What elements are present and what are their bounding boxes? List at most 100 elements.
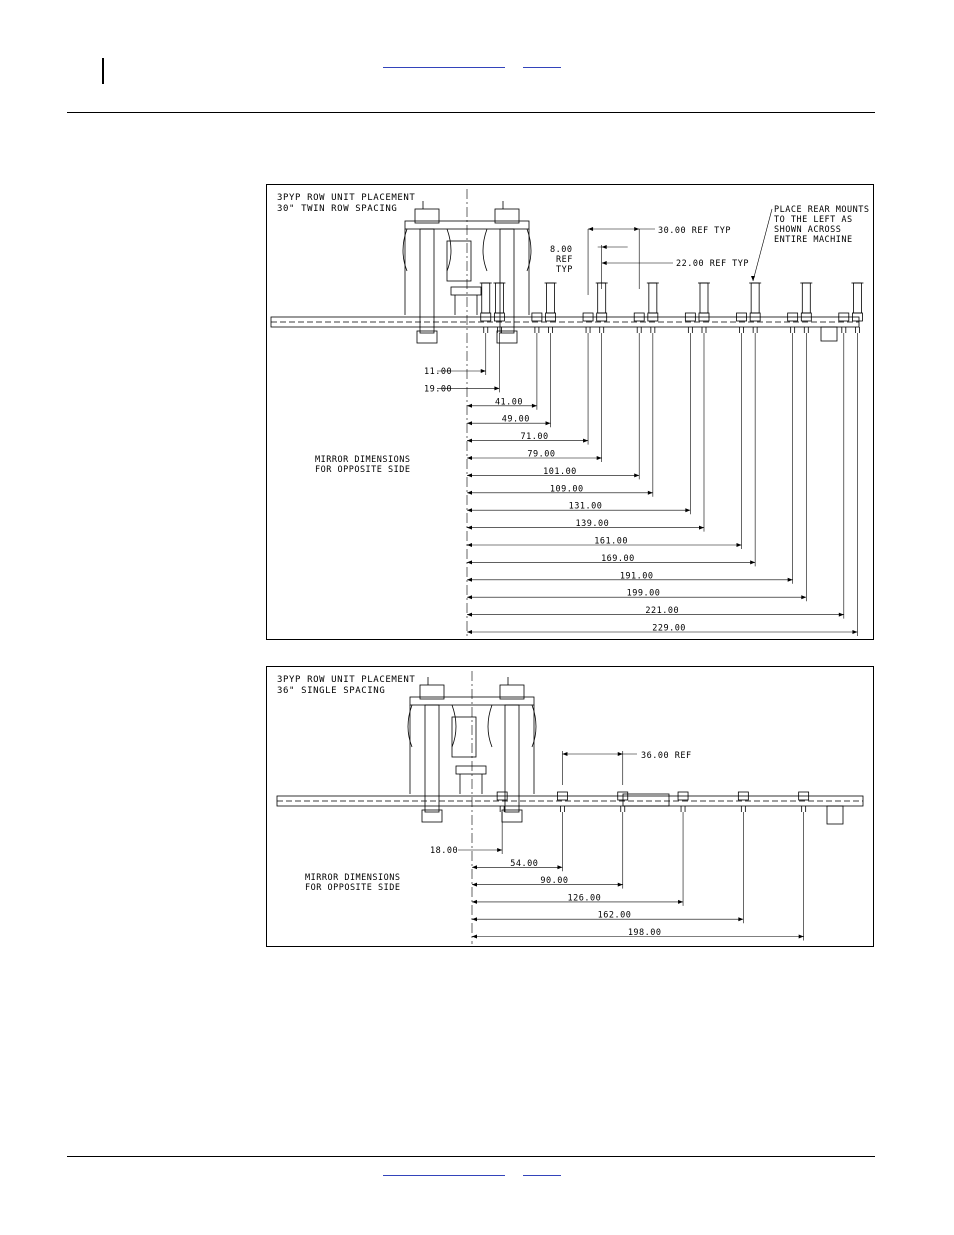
figure1-dim-label: 11.00 <box>424 367 452 377</box>
figure1-row-unit-tube <box>801 282 811 314</box>
arrow-head <box>698 525 704 530</box>
footer-page-link-underline[interactable] <box>523 1175 561 1176</box>
figure1-dim-label: 131.00 <box>569 502 603 512</box>
arrow-head <box>467 456 472 460</box>
arrow-head <box>787 577 793 582</box>
figure1-row-unit-tube <box>494 282 504 314</box>
arrow-head <box>497 848 503 852</box>
figure2-dim-label: 162.00 <box>598 911 632 921</box>
arrow-head <box>617 882 623 887</box>
arrow-head <box>617 752 623 756</box>
figure2-frame-leg <box>504 704 520 813</box>
figure2-frame-curve <box>407 704 413 748</box>
figure1-row-unit-clamp <box>838 312 850 322</box>
arrow-head <box>634 473 640 478</box>
figure2-dim-label: 54.00 <box>510 859 538 869</box>
figure1-note-line4: ENTIRE MACHINE <box>774 235 853 245</box>
figure2-frame-leg <box>424 704 440 813</box>
figure2-frame-foot <box>421 809 443 823</box>
figure1-dim-label: 139.00 <box>575 519 609 529</box>
figure2-hopper-top <box>419 684 445 700</box>
figure1-inner-plate <box>446 240 472 282</box>
figure1-dim-label: 41.00 <box>495 397 523 407</box>
figure-single-spacing: 3PYP ROW UNIT PLACEMENT 36" SINGLE SPACI… <box>266 666 874 947</box>
figure1-dim-label: 229.00 <box>652 624 686 634</box>
figure1-row-unit-clamp <box>698 312 710 322</box>
arrow-head <box>467 595 472 600</box>
figure1-row-unit-clamp <box>852 312 863 322</box>
figure1-frame-foot <box>416 330 438 344</box>
arrow-head <box>467 508 472 513</box>
figure2-dim-label: 198.00 <box>628 928 662 938</box>
arrow-head <box>736 543 742 547</box>
figure1-frame-curve <box>402 228 408 272</box>
arrow-head <box>472 882 477 887</box>
figure1-frame-curve <box>526 228 532 272</box>
figure2-frame-curve <box>531 704 537 748</box>
figure1-note-leader <box>752 208 773 282</box>
figure1-dim-label: 71.00 <box>521 432 549 442</box>
figure2-title-line2: 36" SINGLE SPACING <box>277 686 386 696</box>
figure2-row-unit-clamp <box>496 791 508 801</box>
figure1-dim-label: 109.00 <box>550 484 584 494</box>
arrow-head <box>588 227 594 231</box>
figure1-row-unit-tube <box>699 282 709 314</box>
arrow-head <box>467 438 472 443</box>
figure1-end-bracket <box>820 326 838 342</box>
figure2-inner-plate <box>451 716 477 758</box>
arrow-head <box>562 752 568 756</box>
figure2-end-bracket <box>826 805 844 825</box>
figure1-dim-label: 79.00 <box>527 450 555 460</box>
figure1-mirror-line2: FOR OPPOSITE SIDE <box>315 465 411 475</box>
figure2-frame-curve <box>451 704 457 748</box>
header-page-link-underline[interactable] <box>523 67 561 68</box>
figure2-center-hitch <box>622 793 670 807</box>
figure1-dim-30: 30.00 REF TYP <box>658 226 731 236</box>
figure1-row-unit-tube <box>481 282 491 314</box>
arrow-head <box>798 934 804 939</box>
figure2-title: 3PYP ROW UNIT PLACEMENT 36" SINGLE SPACI… <box>277 675 415 697</box>
arrow-head <box>685 508 691 513</box>
footer-link-underline[interactable] <box>383 1175 505 1176</box>
figure1-dim-label: 199.00 <box>627 589 661 599</box>
figure1-row-unit-tube <box>546 282 555 314</box>
figure1-row-unit-clamp <box>531 312 543 322</box>
arrow-head <box>557 865 563 870</box>
arrow-head <box>738 917 744 922</box>
arrow-head <box>838 612 844 617</box>
figure2-title-line1: 3PYP ROW UNIT PLACEMENT <box>277 675 416 685</box>
figure1-row-unit-tube <box>750 282 760 314</box>
footer-rule <box>67 1156 875 1157</box>
arrow-head <box>634 227 640 231</box>
figure1-hopper-top <box>414 208 440 224</box>
figure2-dim-36: 36.00 REF <box>641 751 692 761</box>
figure1-dim-label: 161.00 <box>594 537 628 547</box>
figure2-hopper-top <box>499 684 525 700</box>
arrow-head <box>472 899 477 904</box>
figure1-title-line2: 30" TWIN ROW SPACING <box>277 204 398 214</box>
arrow-head <box>472 865 477 870</box>
figure1-row-unit-clamp <box>749 312 761 322</box>
figure1-row-unit-tube <box>648 282 658 314</box>
arrow-head <box>545 421 551 426</box>
figure1-row-unit-clamp <box>582 312 594 322</box>
arrow-head <box>467 577 472 582</box>
figure2-row-unit-clamp <box>737 791 749 801</box>
header-rule <box>67 112 875 113</box>
figure1-row-unit-clamp <box>800 312 812 322</box>
figure1-center-rack <box>450 286 482 296</box>
figure1-drawing: PLACE REAR MOUNTS TO THE LEFT AS SHOWN A… <box>270 189 869 637</box>
figure1-row-unit-clamp <box>545 312 556 322</box>
figure1-row-unit-clamp <box>480 312 492 322</box>
figure1-row-unit-tube <box>853 282 862 314</box>
arrow-head <box>852 630 858 634</box>
header-link-underline[interactable] <box>383 67 505 68</box>
arrow-head <box>601 245 607 249</box>
figure1-dim-label: 19.00 <box>424 384 452 394</box>
figure1-mirror-line1: MIRROR DIMENSIONS <box>315 455 411 465</box>
figure1-frame-leg <box>419 228 435 334</box>
arrow-head <box>583 438 589 443</box>
arrow-head <box>467 612 472 617</box>
figure2-frame-curve <box>487 704 493 748</box>
header-margin-bar <box>102 58 104 84</box>
